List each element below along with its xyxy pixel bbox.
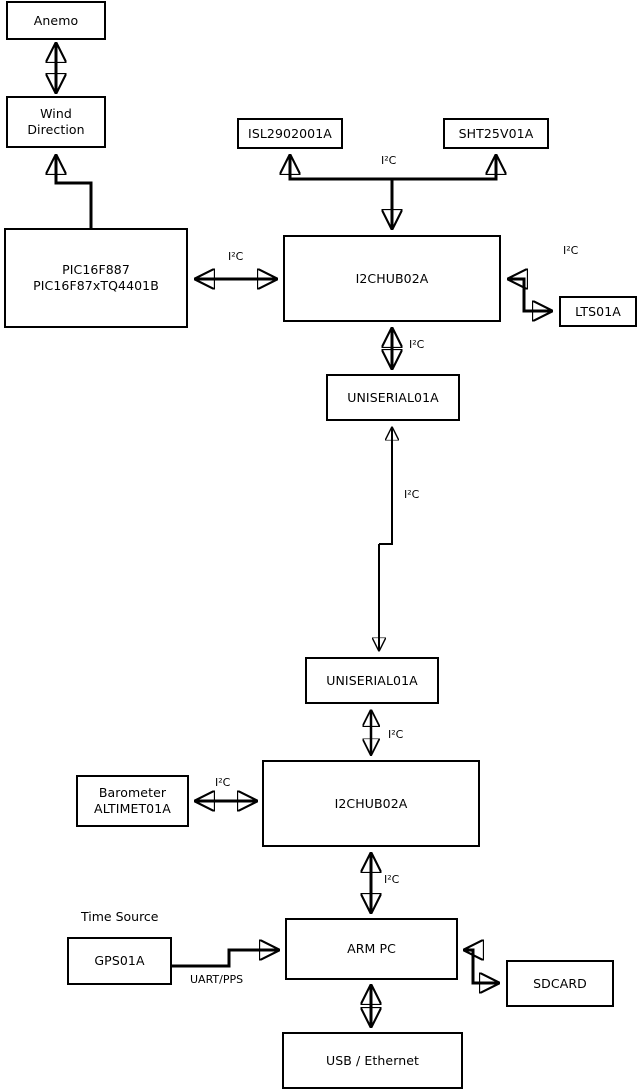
connector-hubtop-lts bbox=[509, 279, 551, 313]
node-i2chub02a-bottom-label: I2CHUB02A bbox=[334, 795, 408, 811]
edge-label-i2c-barometer-hub2: I²C bbox=[215, 776, 231, 789]
node-wind-direction[interactable]: Wind Direction bbox=[6, 96, 106, 148]
connector-unitop-unibottom-up bbox=[379, 428, 392, 545]
node-gps01a-label: GPS01A bbox=[94, 953, 145, 968]
node-sdcard[interactable]: SDCARD bbox=[506, 960, 614, 1007]
connector-hubtop-isl bbox=[290, 156, 394, 228]
node-arm-pc-label: ARM PC bbox=[347, 941, 396, 956]
edge-label-i2c-pic-hub: I²C bbox=[228, 250, 244, 263]
node-sht25v01a-label: SHT25V01A bbox=[458, 125, 534, 141]
node-isl2902001a-label: ISL2902001A bbox=[248, 125, 332, 141]
node-uniserial01a-top[interactable]: UNISERIAL01A bbox=[326, 374, 460, 421]
label-time-source: Time Source bbox=[81, 909, 159, 924]
node-i2chub02a-bottom[interactable]: I2CHUB02A bbox=[262, 760, 480, 847]
edge-label-i2c-uniserial-hub2: I²C bbox=[388, 728, 404, 741]
edge-label-i2c-hub2-arm: I²C bbox=[384, 873, 400, 886]
edge-label-uart-pps: UART/PPS bbox=[190, 973, 244, 986]
node-lts01a-label: LTS01A bbox=[575, 303, 621, 319]
node-usb-ethernet-label: USB / Ethernet bbox=[325, 1052, 420, 1068]
connector-hubtop-sht bbox=[392, 156, 496, 181]
edge-label-i2c-sensor-bus: I²C bbox=[381, 154, 397, 167]
node-isl2902001a[interactable]: ISL2902001A bbox=[237, 118, 343, 149]
connector-sdcard-arm bbox=[465, 950, 498, 985]
node-i2chub02a-top[interactable]: I2CHUB02A bbox=[283, 235, 501, 322]
node-barometer-altimet01a[interactable]: Barometer ALTIMET01A bbox=[76, 775, 189, 827]
connector-gps-arm bbox=[172, 950, 278, 968]
node-i2chub02a-top-label: I2CHUB02A bbox=[355, 270, 429, 286]
node-usb-ethernet[interactable]: USB / Ethernet bbox=[282, 1032, 463, 1089]
edge-label-i2c-long-link: I²C bbox=[404, 488, 420, 501]
edge-label-i2c-hub-lts: I²C bbox=[563, 244, 579, 257]
node-lts01a[interactable]: LTS01A bbox=[559, 296, 637, 327]
node-pic-mcu-label: PIC16F887 PIC16F87xTQ4401B bbox=[33, 262, 159, 293]
node-anemo[interactable]: Anemo bbox=[6, 1, 106, 40]
edge-label-i2c-hub-uniserial: I²C bbox=[409, 338, 425, 351]
node-uniserial01a-bottom-label: UNISERIAL01A bbox=[326, 672, 418, 688]
connector-pic-wind bbox=[56, 156, 93, 228]
node-gps01a[interactable]: GPS01A bbox=[67, 937, 172, 985]
node-uniserial01a-top-label: UNISERIAL01A bbox=[347, 389, 439, 405]
node-arm-pc[interactable]: ARM PC bbox=[285, 918, 458, 980]
node-barometer-altimet01a-label: Barometer ALTIMET01A bbox=[94, 785, 171, 816]
node-uniserial01a-bottom[interactable]: UNISERIAL01A bbox=[305, 657, 439, 704]
node-sdcard-label: SDCARD bbox=[533, 975, 587, 991]
node-wind-direction-label: Wind Direction bbox=[27, 106, 85, 137]
node-anemo-label: Anemo bbox=[33, 12, 79, 28]
node-sht25v01a[interactable]: SHT25V01A bbox=[443, 118, 549, 149]
node-pic-mcu[interactable]: PIC16F887 PIC16F87xTQ4401B bbox=[4, 228, 188, 328]
